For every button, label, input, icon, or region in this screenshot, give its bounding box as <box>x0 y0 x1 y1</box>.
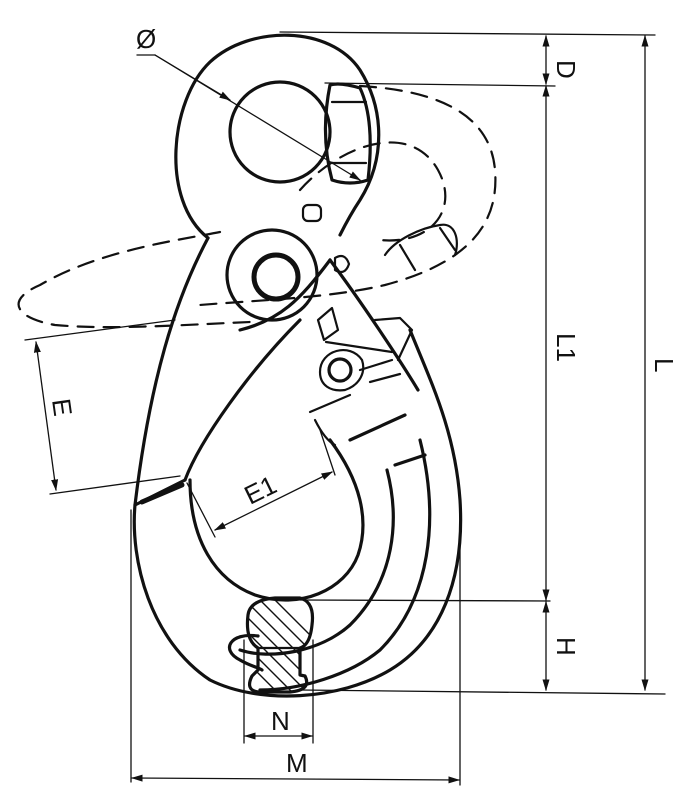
latch-mechanism <box>225 203 414 414</box>
latch-open-position-outline <box>17 84 497 329</box>
lock-pin-section <box>227 596 315 694</box>
dim-label-L: L <box>649 358 679 372</box>
dim-label-N: N <box>271 706 290 736</box>
dim-label-E: E <box>46 397 78 418</box>
dim-label-E1: E1 <box>239 469 281 510</box>
hook-eye <box>174 33 381 240</box>
dimension-lines <box>24 31 666 786</box>
dim-label-M: M <box>286 748 308 778</box>
dim-label-diameter: Ø <box>136 24 156 54</box>
dim-label-L1: L1 <box>551 333 581 362</box>
dim-label-D: D <box>551 60 581 79</box>
hook-body <box>132 236 463 698</box>
dim-label-H: H <box>551 637 581 656</box>
